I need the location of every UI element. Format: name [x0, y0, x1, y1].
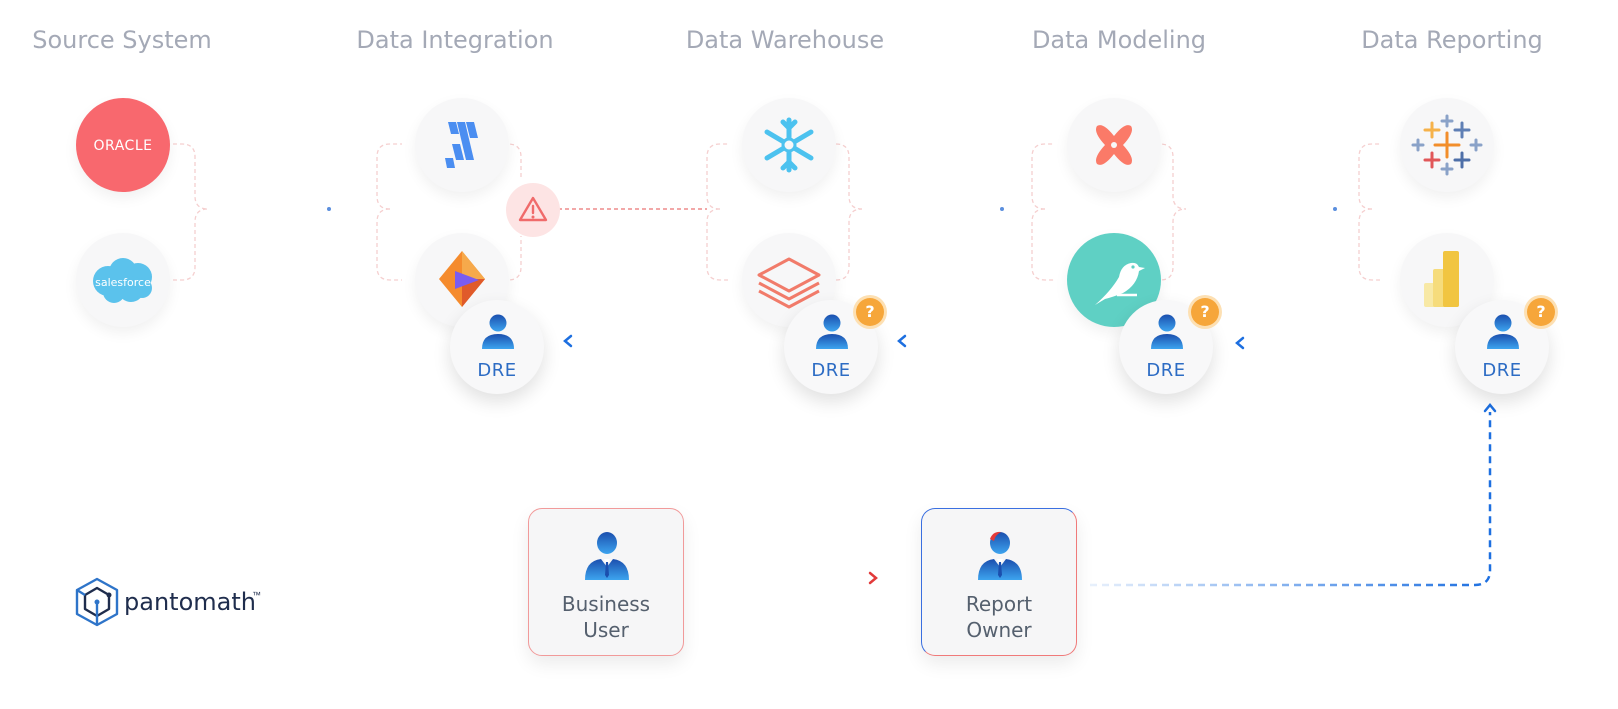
- pantomath-logo: pantomath ™: [72, 576, 272, 636]
- trademark: ™: [252, 590, 261, 600]
- report-owner-card[interactable]: Report Owner: [921, 508, 1077, 656]
- question-badge[interactable]: ?: [856, 298, 884, 326]
- stage-title-source: Source System: [32, 26, 212, 54]
- report-owner-label: Report Owner: [965, 592, 1033, 642]
- dre-label: DRE: [811, 360, 851, 381]
- dre-node-warehouse[interactable]: DRE ?: [784, 298, 884, 394]
- dbt-icon[interactable]: [1067, 98, 1161, 192]
- person-icon: [816, 314, 848, 349]
- person-icon: [482, 314, 514, 349]
- person-icon: [1151, 314, 1183, 349]
- stage-title-modeling: Data Modeling: [1031, 26, 1207, 54]
- dre-node-modeling[interactable]: DRE ?: [1119, 298, 1219, 394]
- dre-node-reporting[interactable]: DRE ?: [1455, 298, 1555, 394]
- question-badge[interactable]: ?: [1527, 298, 1555, 326]
- person-icon: [1487, 314, 1519, 349]
- tableau-icon[interactable]: [1400, 98, 1494, 192]
- stage-title-reporting: Data Reporting: [1361, 26, 1543, 54]
- brand-name: pantomath: [124, 588, 256, 616]
- business-user-label: Business User: [561, 592, 651, 642]
- svg-text:salesforce: salesforce: [95, 276, 151, 289]
- oracle-icon[interactable]: ORACLE: [76, 98, 170, 192]
- fivetran-icon[interactable]: [415, 98, 509, 192]
- bird-icon[interactable]: [1067, 233, 1161, 327]
- snowflake-icon[interactable]: [742, 98, 836, 192]
- business-person-icon: [978, 531, 1022, 580]
- svg-text:ORACLE: ORACLE: [94, 138, 153, 154]
- dre-node-integration[interactable]: DRE: [450, 300, 544, 394]
- business-person-icon: [585, 532, 629, 580]
- stage-title-warehouse: Data Warehouse: [685, 26, 885, 54]
- stage-title-integration: Data Integration: [356, 26, 554, 54]
- business-user-card[interactable]: Business User: [528, 508, 684, 656]
- dre-label: DRE: [1146, 360, 1186, 381]
- dre-label: DRE: [1482, 360, 1522, 381]
- question-badge[interactable]: ?: [1191, 298, 1219, 326]
- salesforce-icon[interactable]: salesforce: [76, 233, 170, 327]
- alert-warning-icon[interactable]: [505, 182, 561, 238]
- dre-label: DRE: [477, 360, 517, 381]
- pantomath-logo-icon: [75, 577, 119, 627]
